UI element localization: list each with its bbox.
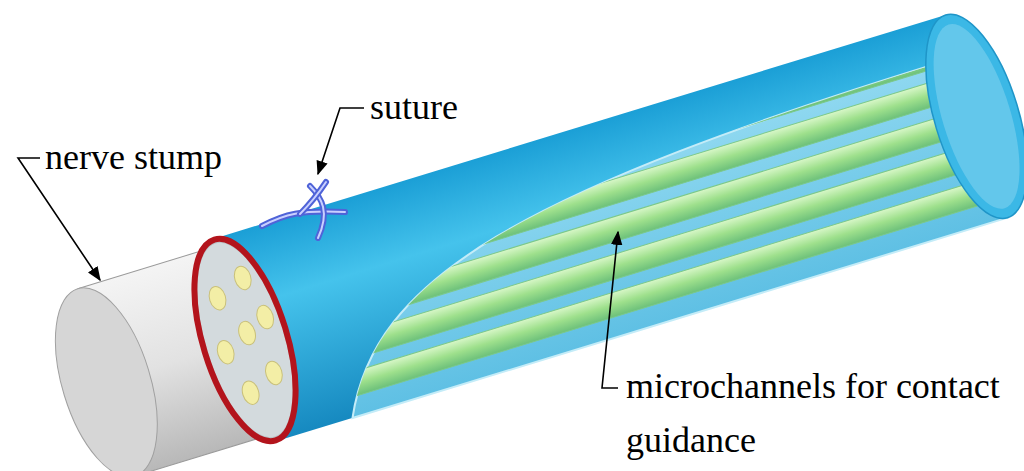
suture-thread bbox=[262, 182, 345, 238]
part-label: suture bbox=[370, 80, 570, 134]
conduit-cylinder bbox=[33, 3, 1024, 471]
microchannels bbox=[278, 39, 997, 404]
stump-face bbox=[36, 276, 177, 471]
leader-lines bbox=[18, 108, 618, 388]
part-label: microchannels for contact guidance bbox=[626, 359, 1021, 467]
part-label: nerve stump bbox=[45, 130, 365, 184]
conduit-rim bbox=[174, 227, 316, 452]
conduit-end bbox=[905, 3, 1024, 230]
channel-openings bbox=[195, 261, 296, 410]
